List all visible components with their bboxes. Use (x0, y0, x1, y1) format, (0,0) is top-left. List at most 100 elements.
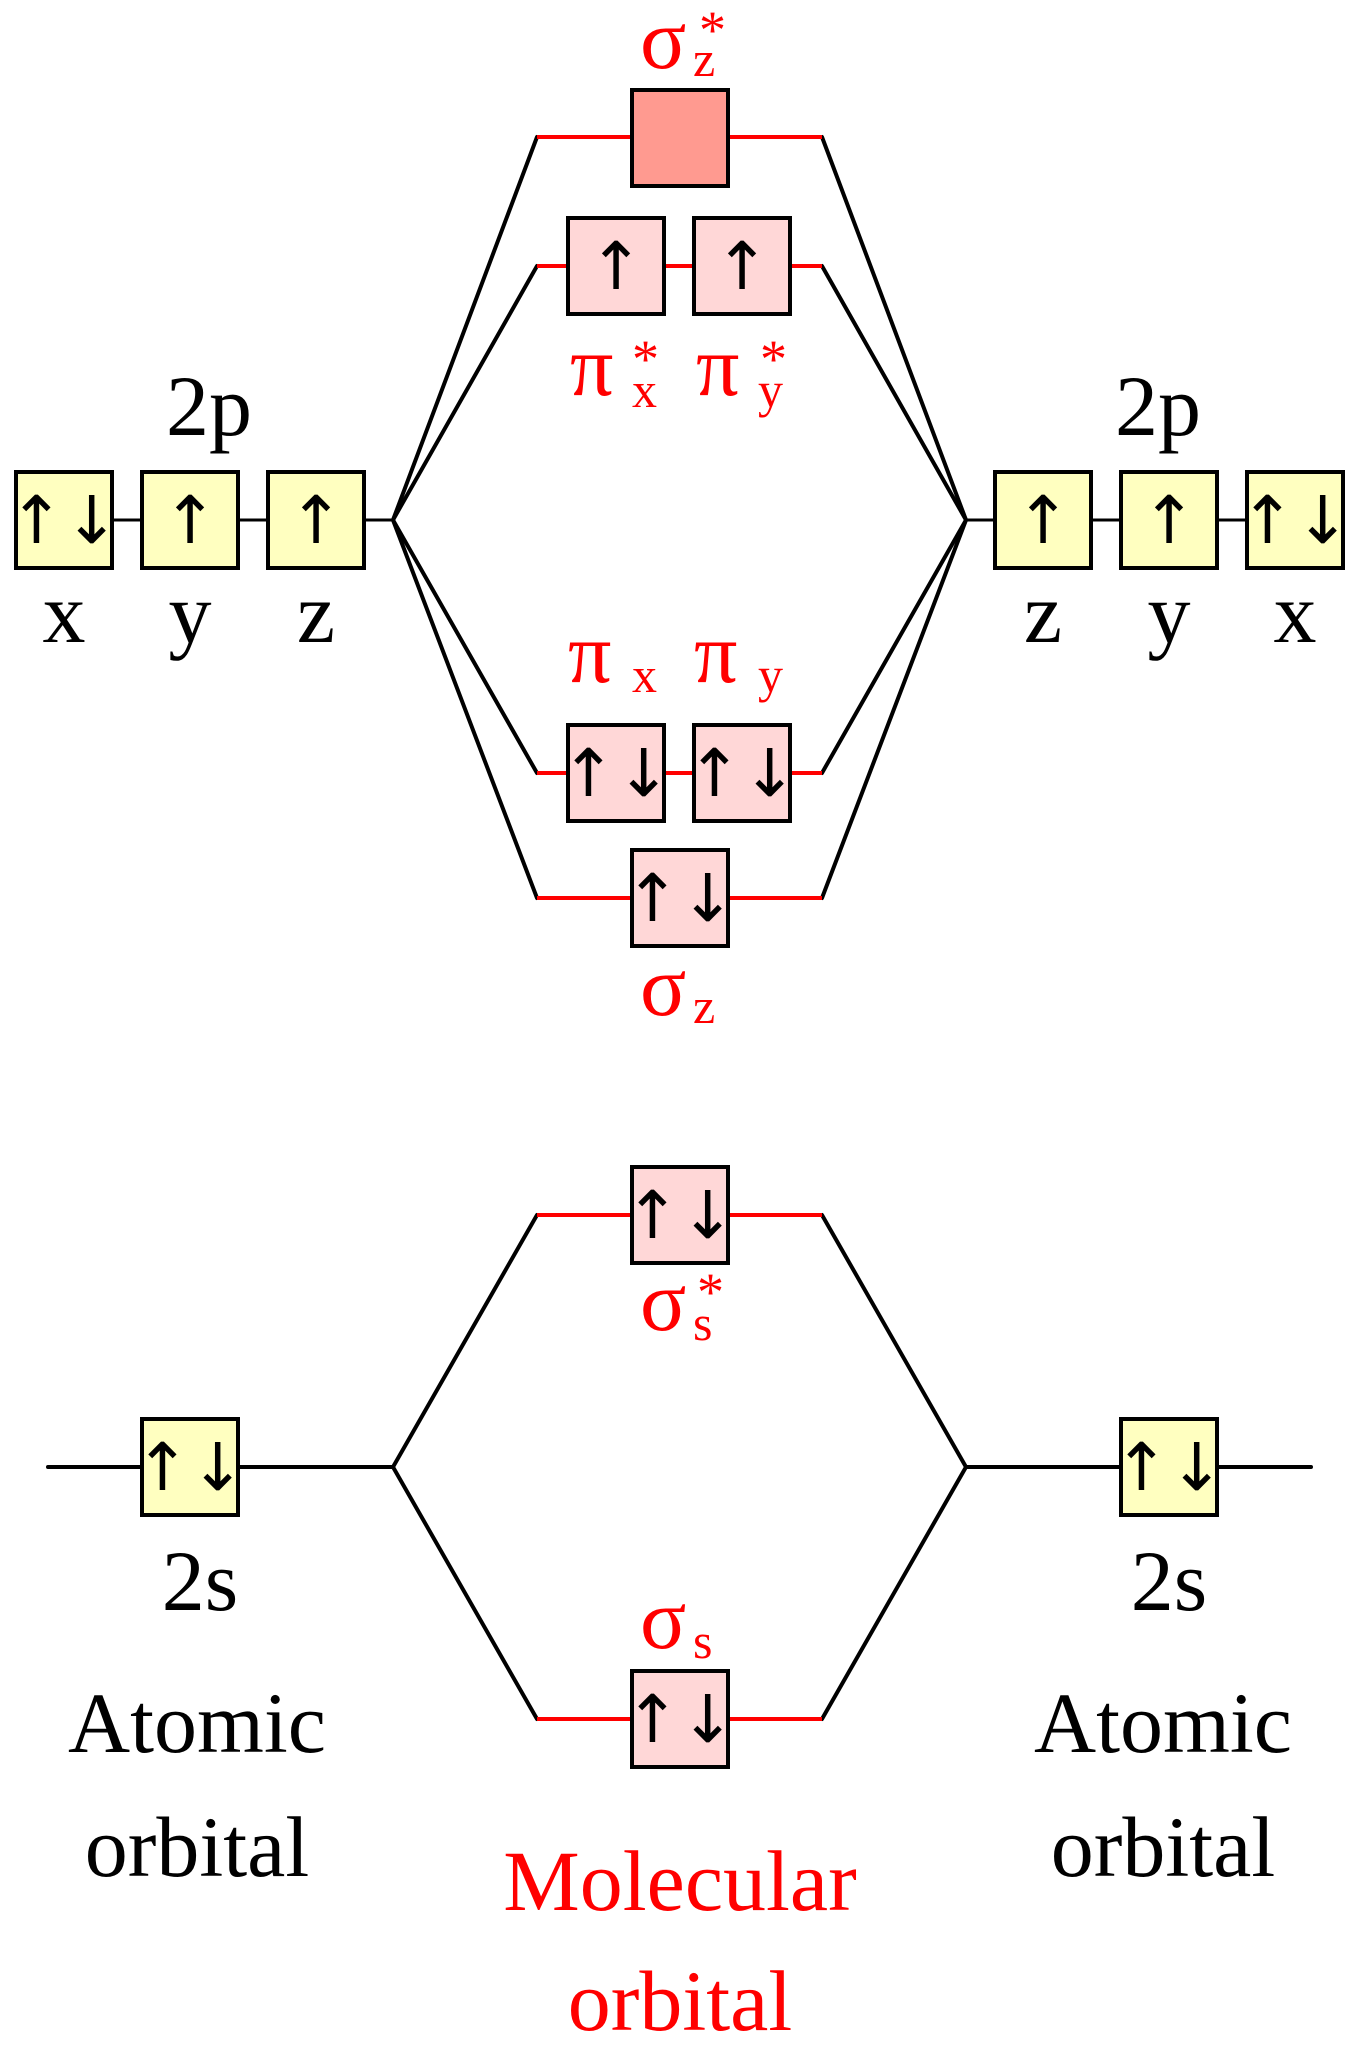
connector-left-s-sigma-s-star (391, 1213, 539, 1469)
electron-spins: ↑↓ (1240, 482, 1351, 559)
mo-symbol: π (570, 318, 613, 414)
molecular-caption: Molecular orbital (503, 1833, 856, 2048)
left-s-orbital: ↑↓ 2s (135, 1417, 245, 1629)
orbital-box (266, 470, 366, 570)
mo-symbol: π (694, 605, 737, 701)
orbital-box (14, 470, 114, 570)
orbital-box (630, 1165, 730, 1265)
orbital-box (566, 723, 666, 823)
axis-label: y (1148, 565, 1191, 661)
mo-symbol: σ (640, 0, 686, 87)
left-p-orbital-z: ↑ z (266, 470, 366, 661)
electron-spins: ↑ (162, 482, 217, 559)
connector-left-s-sigma-s (391, 1465, 539, 1721)
axis-label: y (169, 565, 212, 661)
electron-spins: ↑↓ (625, 1681, 736, 1758)
orbital-box (1119, 470, 1219, 570)
mo-superscript: * (697, 1262, 724, 1322)
right-s-orbital: ↑↓ 2s (1114, 1417, 1225, 1629)
mo-subscript: y (758, 362, 783, 418)
left-p-orbital-x: ↑↓ x (9, 470, 120, 661)
orbital-box (630, 848, 730, 948)
mo-subscript: x (632, 647, 657, 703)
orbital-box (692, 723, 792, 823)
mo-subscript: s (693, 1613, 712, 1669)
orbital-box (1119, 1417, 1219, 1517)
mo-label: π *x (570, 318, 659, 418)
electron-spins: ↑↓ (1114, 1429, 1225, 1506)
caption-line-2: orbital (85, 1799, 310, 1895)
caption-line-1: Atomic (1034, 1675, 1292, 1771)
right-2s-label: 2s (1131, 1533, 1207, 1629)
right-p-orbital-y: ↑ y (1119, 470, 1219, 661)
mo-symbol: π (696, 318, 739, 414)
mo-symbol: σ (640, 1253, 686, 1349)
orbital-box (1245, 470, 1345, 570)
mo-subscript: x (632, 362, 657, 418)
mo-symbol: σ (640, 938, 686, 1034)
electron-spins: ↑ (1015, 482, 1070, 559)
mo-superscript: * (699, 0, 726, 60)
mo-superscript: * (632, 329, 659, 389)
mo-superscript: * (760, 329, 787, 389)
caption-line-1: Molecular (503, 1833, 856, 1929)
electron-spins: ↑↓ (9, 482, 120, 559)
connector-left-p-sigma-z-star (391, 135, 539, 522)
connector-right-s-sigma-s (820, 1465, 968, 1721)
axis-label: z (1024, 565, 1062, 661)
mo-label: σ*z (640, 0, 726, 87)
axis-label: x (43, 565, 86, 661)
electron-spins: ↑↓ (687, 735, 798, 812)
electron-spins: ↑ (288, 482, 343, 559)
right-p-orbital-x: ↑↓ x (1240, 470, 1351, 661)
connector-right-p-sigma-z (820, 518, 968, 900)
orbital-box (140, 1417, 240, 1517)
electron-spins: ↑↓ (625, 860, 736, 937)
mo-subscript: z (693, 978, 715, 1034)
mo-pi-x-star: ↑ π *x (566, 216, 666, 418)
mo-subscript: z (693, 31, 715, 87)
mo-subscript: s (693, 1295, 712, 1351)
orbital-box (630, 1669, 730, 1769)
left-p-orbital-y: ↑ y (140, 470, 240, 661)
right-p-orbital-z: ↑ z (993, 470, 1093, 661)
mo-symbol: σ (640, 1571, 686, 1667)
mo-label: σ*s (640, 1253, 724, 1351)
orbital-box (692, 216, 792, 316)
left-2p-label: 2p (166, 358, 252, 454)
axis-label: z (297, 565, 335, 661)
left-2s-label: 2s (162, 1533, 238, 1629)
mo-label: π *y (696, 318, 787, 418)
connector-left-p-pi (391, 518, 539, 775)
mo-subscript: y (758, 647, 783, 703)
connector-right-s-sigma-s-star (820, 1213, 968, 1469)
connector-left-p-pi-star (391, 264, 539, 522)
connector-right-p-pi-star (820, 264, 968, 522)
orbital-box (140, 470, 240, 570)
connector-lines (46, 135, 1313, 1721)
mo-pi-y-star: ↑ π *y (692, 216, 792, 418)
electron-spins: ↑ (1141, 482, 1196, 559)
right-2p-label: 2p (1115, 358, 1201, 454)
orbital-box (993, 470, 1093, 570)
electron-spins: ↑ (588, 228, 643, 305)
orbital-box (566, 216, 666, 316)
orbital-box (630, 88, 730, 188)
right-caption: Atomic orbital (1034, 1675, 1292, 1895)
mo-symbol: π (568, 605, 611, 701)
mo-sigma-s-star: ↑↓ σ*s (625, 1165, 735, 1351)
connector-right-p-pi (820, 518, 968, 775)
mo-sigma-z-star: σ*z (630, 0, 730, 188)
electron-spins: ↑ (714, 228, 769, 305)
left-caption: Atomic orbital (68, 1675, 326, 1895)
electron-spins: ↑↓ (561, 735, 672, 812)
